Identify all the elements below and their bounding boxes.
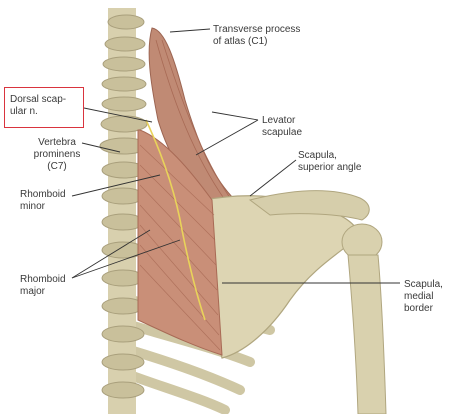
acromion bbox=[248, 190, 370, 221]
leader-lines bbox=[71, 28, 400, 284]
label-dorsal-scapular-nerve: Dorsal scap- ular n. bbox=[10, 94, 67, 117]
highlight-box bbox=[4, 87, 84, 128]
label-transverse-process: Transverse process of atlas (C1) bbox=[213, 24, 301, 47]
label-rhomboid-major: Rhomboid major bbox=[20, 274, 66, 297]
scapula bbox=[204, 195, 361, 359]
label-rhomboid-minor: Rhomboid minor bbox=[20, 189, 66, 212]
label-vertebra-prominens: Vertebra prominens (C7) bbox=[33, 137, 81, 172]
humerus bbox=[347, 254, 387, 414]
rhomboid-muscles bbox=[137, 129, 223, 356]
label-scapula-superior-angle: Scapula, superior angle bbox=[298, 150, 362, 173]
dorsal-scapular-nerve bbox=[145, 119, 206, 321]
vertebral-column bbox=[99, 8, 149, 414]
label-levator-scapulae: Levator scapulae bbox=[262, 115, 303, 138]
label-scapula-medial-border: Scapula, medial border bbox=[404, 279, 443, 314]
